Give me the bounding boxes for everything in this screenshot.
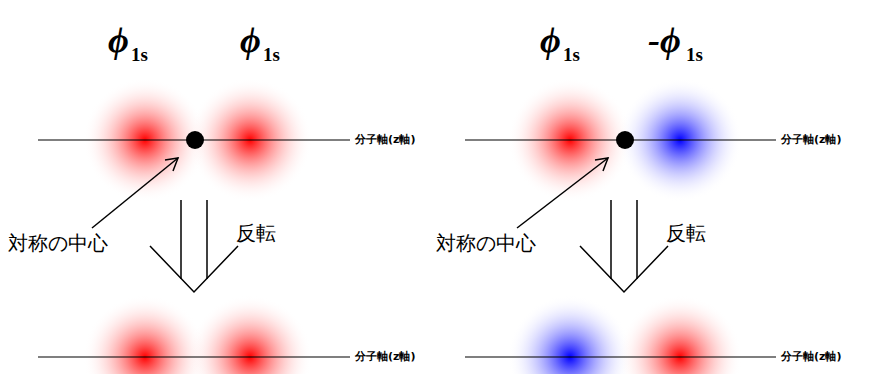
orbital-symbol: ϕ (108, 22, 129, 58)
axis-label: 分子軸(z軸) (781, 351, 841, 362)
axis-label: 分子軸(z軸) (355, 134, 415, 145)
orbital-symbol: -ϕ (648, 22, 681, 58)
orbital-subscript: 1s (131, 45, 148, 64)
axis-label: 分子軸(z軸) (355, 351, 415, 362)
orbital-symbol: ϕ (240, 22, 261, 58)
orbital-subscript: 1s (263, 45, 280, 64)
center-label: 対称の中心 (436, 233, 536, 253)
operation-label: 反転 (236, 223, 276, 243)
orbital-symbol: ϕ (540, 22, 561, 58)
operation-label: 反転 (666, 223, 706, 243)
center-label: 対称の中心 (8, 233, 108, 253)
orbital-subscript: 1s (686, 45, 703, 64)
axis-label: 分子軸(z軸) (781, 134, 841, 145)
orbital-subscript: 1s (563, 45, 580, 64)
